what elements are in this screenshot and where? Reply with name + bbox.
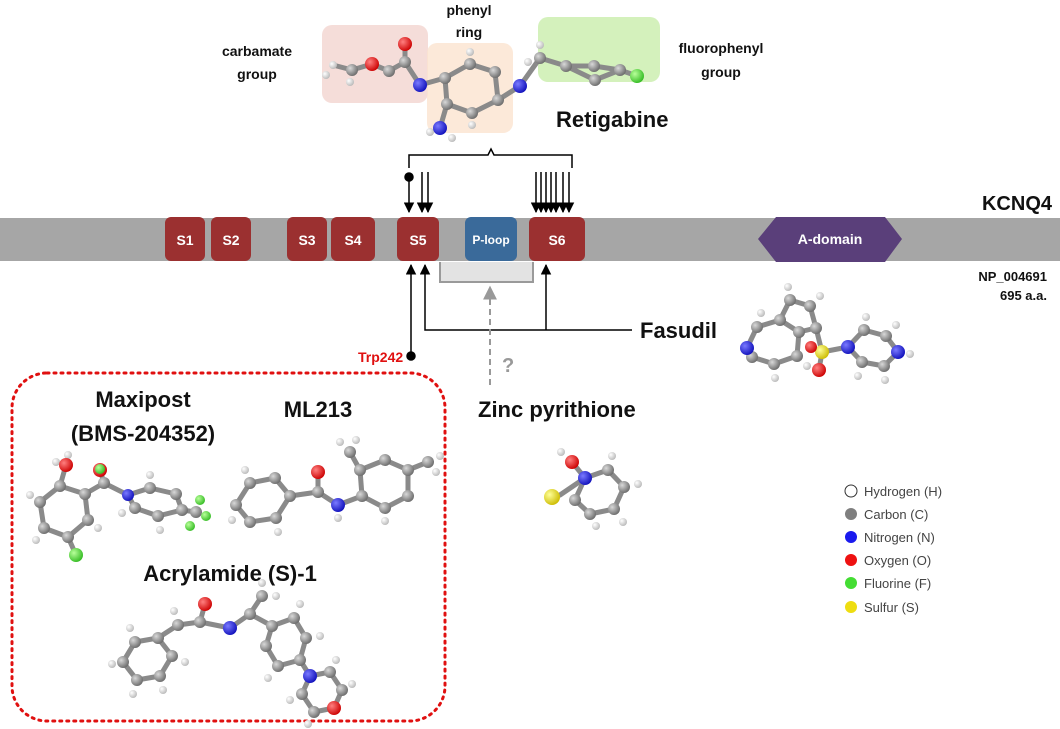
maxipost-label-2: (BMS-204352) xyxy=(71,421,215,446)
legend-sulfur-label: Sulfur (S) xyxy=(864,600,919,615)
legend-carbon: Carbon (C) xyxy=(845,507,928,522)
segment-s4: S4 xyxy=(331,217,375,261)
ml213-label: ML213 xyxy=(284,397,352,422)
segment-s3-label: S3 xyxy=(298,232,315,248)
segment-ploop: P-loop xyxy=(465,217,517,261)
accession-label: NP_004691 xyxy=(978,269,1047,284)
legend-hydrogen: Hydrogen (H) xyxy=(844,484,942,499)
zinc-pyrithione-label: Zinc pyrithione xyxy=(478,397,636,422)
length-label: 695 a.a. xyxy=(1000,288,1047,303)
segment-s2-label: S2 xyxy=(222,232,239,248)
phenyl-label-1: phenyl xyxy=(446,2,491,18)
ml213-molecule xyxy=(228,436,444,536)
legend-fluorine-label: Fluorine (F) xyxy=(864,576,931,591)
segment-s5-label: S5 xyxy=(409,232,426,248)
acrylamide-molecule xyxy=(108,579,356,728)
phenyl-highlight xyxy=(427,43,513,133)
segment-ploop-label: P-loop xyxy=(472,233,509,247)
analogues-box xyxy=(10,371,447,723)
segment-s6: S6 xyxy=(529,217,585,261)
segment-s5: S5 xyxy=(397,217,439,261)
fasudil-label: Fasudil xyxy=(640,318,717,343)
legend-nitrogen-label: Nitrogen (N) xyxy=(864,530,935,545)
fluorophenyl-label-2: group xyxy=(701,64,741,80)
trp242-arrow xyxy=(405,263,417,361)
phenyl-label-2: ring xyxy=(456,24,482,40)
segment-s1-label: S1 xyxy=(176,232,193,248)
s5-binding-arrows xyxy=(403,172,434,214)
trp242-label: Trp242 xyxy=(358,349,403,365)
a-domain: A-domain xyxy=(758,217,902,262)
carbamate-label-2: group xyxy=(237,66,277,82)
zinc-pyrithione-molecule xyxy=(544,448,642,530)
ploop-bracket xyxy=(439,262,534,283)
segment-s6-label: S6 xyxy=(548,232,565,248)
legend-nitrogen: Nitrogen (N) xyxy=(845,530,935,545)
legend-oxygen: Oxygen (O) xyxy=(845,553,931,568)
retigabine-label: Retigabine xyxy=(556,107,668,132)
fasudil-molecule xyxy=(740,283,914,384)
acrylamide-label: Acrylamide (S)-1 xyxy=(143,561,317,586)
legend-hydrogen-label: Hydrogen (H) xyxy=(864,484,942,499)
a-domain-label: A-domain xyxy=(798,231,863,247)
retigabine-bracket xyxy=(408,147,573,168)
atom-legend: Hydrogen (H) Carbon (C) Nitrogen (N) Oxy… xyxy=(844,484,942,615)
maxipost-label-1: Maxipost xyxy=(95,387,191,412)
segment-s4-label: S4 xyxy=(344,232,361,248)
segment-s3: S3 xyxy=(287,217,327,261)
legend-oxygen-label: Oxygen (O) xyxy=(864,553,931,568)
s6-binding-arrows xyxy=(530,172,575,214)
retigabine-molecule xyxy=(322,17,660,142)
legend-sulfur: Sulfur (S) xyxy=(845,600,919,615)
maxipost-molecule xyxy=(26,451,211,562)
protein-name: KCNQ4 xyxy=(982,193,1053,215)
fluorophenyl-label-1: fluorophenyl xyxy=(679,40,764,56)
segment-s2: S2 xyxy=(211,217,251,261)
unknown-mark: ? xyxy=(502,355,514,377)
carbamate-label-1: carbamate xyxy=(222,43,292,59)
legend-fluorine: Fluorine (F) xyxy=(845,576,931,591)
segment-s1: S1 xyxy=(165,217,205,261)
fasudil-arrows xyxy=(419,263,632,331)
legend-carbon-label: Carbon (C) xyxy=(864,507,928,522)
